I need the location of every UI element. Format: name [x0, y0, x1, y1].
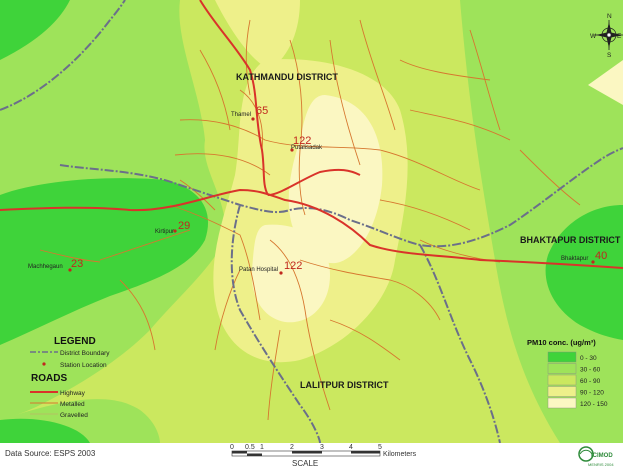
pm10-swatch: [547, 351, 577, 363]
pm10-swatch: [547, 374, 577, 386]
station-value: 29: [178, 220, 190, 232]
zone-90-120-north: [215, 0, 300, 70]
station-name: Patan Hospital: [239, 267, 278, 273]
legend-highway: Highway: [60, 390, 86, 397]
station-marker: [591, 260, 595, 264]
station-value: 40: [595, 250, 607, 262]
pm10-class-label: 30 - 60: [580, 367, 601, 374]
compass-rose-icon: N W E S: [590, 13, 623, 59]
pm10-class-label: 60 - 90: [580, 378, 601, 385]
station-value: 122: [293, 135, 311, 147]
station-thamel: Thamel 65: [231, 105, 268, 121]
highways: [0, 0, 623, 269]
station-kirtipur: Kirtipur 29: [155, 220, 190, 235]
legend-metalled: Metalled: [60, 401, 85, 408]
scale-tick-label: 0.5: [245, 444, 255, 451]
scale-tick-label: 3: [320, 444, 324, 451]
legend-district-boundary: District Boundary: [60, 350, 110, 357]
scale-label: SCALE: [292, 459, 318, 468]
scale-tick-label: 1: [260, 444, 264, 451]
concentration-surface: [0, 0, 623, 443]
data-source: Data Source: ESPS 2003: [5, 449, 96, 458]
legend-roads-title: ROADS: [31, 373, 67, 384]
scale-tick-label: 4: [349, 444, 353, 451]
scale-unit: Kilometers: [383, 451, 417, 458]
pm10-legend-title: PM10 conc. (ug/m³): [527, 338, 596, 347]
scale-tick-label: 0: [230, 444, 234, 451]
district-label-kathmandu: KATHMANDU DISTRICT: [236, 72, 338, 82]
station-name: Kirtipur: [155, 229, 174, 235]
pm10-class-label: 0 - 30: [580, 355, 597, 362]
legend-station-location: Station Location: [60, 362, 107, 369]
pm10-class-label: 90 - 120: [580, 390, 604, 397]
logo-name: ICIMOD: [591, 453, 613, 459]
pm10-legend: PM10 conc. (ug/m³) 0 - 30 30 - 60 60 - 90 9…: [527, 338, 608, 409]
station-marker: [173, 229, 177, 233]
zone-120-150-north: [288, 95, 383, 264]
pm10-swatch: [547, 363, 577, 374]
zone-120-150-east-tip: [588, 60, 623, 105]
zone-120-150-south: [251, 224, 330, 323]
pm10-class-label: 120 - 150: [580, 401, 608, 408]
legend: LEGEND District Boundary Station Locatio…: [30, 336, 110, 419]
station-value: 65: [256, 105, 268, 117]
logo-sub: MENRIS 2004: [588, 462, 614, 467]
zone-0-30-west: [0, 178, 209, 345]
station-patan-hospital: Patan Hospital 122: [239, 260, 302, 275]
station-swatch: [42, 362, 46, 366]
scale-tick-label: 2: [290, 444, 294, 451]
station-machhegaun: Machhegaun 23: [28, 258, 83, 272]
station-name: Machhegaun: [28, 264, 63, 270]
pm10-swatch: [547, 386, 577, 397]
station-value: 122: [284, 260, 302, 272]
scale-bar: 0 0.5 1 2 3 4 5 Kilometers SCALE: [230, 444, 417, 468]
station-marker: [279, 271, 283, 275]
station-bhaktapur: Bhaktapur 40: [561, 250, 607, 264]
zone-0-30-east: [545, 205, 623, 340]
legend-title: LEGEND: [54, 336, 96, 347]
compass-w: W: [590, 33, 597, 40]
zone-0-30-northwest: [0, 0, 70, 60]
zone-30-60-east: [460, 0, 623, 443]
zone-0-30-southwest: [0, 418, 90, 443]
station-marker: [290, 148, 294, 152]
scale-tick-label: 5: [378, 444, 382, 451]
district-label-bhaktapur: BHAKTAPUR DISTRICT: [520, 235, 621, 245]
station-marker: [68, 268, 72, 272]
station-putalisadak: Putalisadak 122: [290, 135, 323, 152]
legend-gravelled: Gravelled: [60, 412, 88, 419]
station-value: 23: [71, 258, 83, 270]
station-name: Putalisadak: [291, 145, 323, 151]
compass-n: N: [607, 13, 612, 20]
pm10-swatch: [547, 397, 577, 409]
compass-e: E: [617, 33, 622, 40]
station-name: Thamel: [231, 112, 251, 118]
station-name: Bhaktapur: [561, 256, 588, 262]
compass-s: S: [607, 52, 612, 59]
district-boundary: [0, 0, 623, 443]
district-label-lalitpur: LALITPUR DISTRICT: [300, 380, 389, 390]
icimod-logo: ICIMOD MENRIS 2004: [578, 446, 614, 467]
station-marker: [251, 117, 255, 121]
